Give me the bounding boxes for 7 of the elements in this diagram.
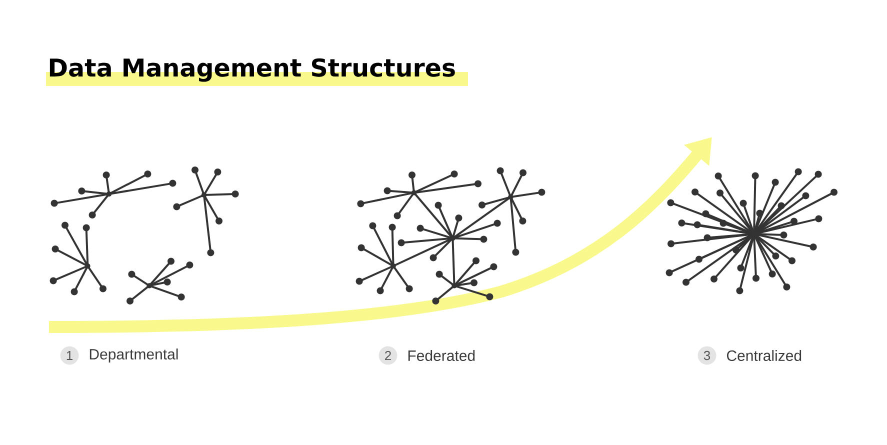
number-badge: 3 xyxy=(698,346,716,365)
stage-label: Departmental xyxy=(90,348,178,362)
stage-label: Centralized xyxy=(726,350,802,361)
number-badge: 2 xyxy=(378,346,398,365)
title: Data Management Structures xyxy=(46,58,468,86)
stage-label: Federated xyxy=(408,350,475,361)
number-badge: 1 xyxy=(60,346,79,365)
